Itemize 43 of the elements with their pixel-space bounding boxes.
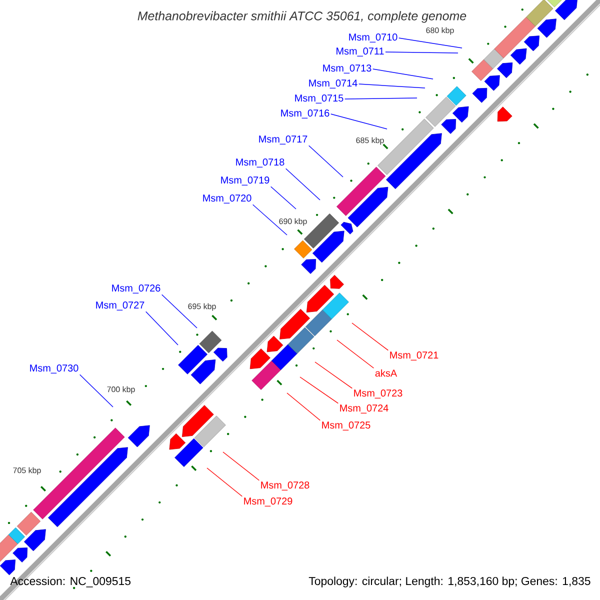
gene-label: Msm_0717 (259, 136, 308, 144)
gene-label: aksA (375, 369, 398, 377)
leader-line (286, 168, 320, 200)
leader-line (300, 376, 339, 404)
gene-label: Msm_0711 (336, 48, 384, 56)
gene-label: Msm_0729 (244, 498, 292, 506)
gene-label: Msm_0718 (236, 158, 284, 168)
gene-label: Msm_0720 (203, 194, 252, 204)
footer-text: Accession: NC_009515 (10, 576, 130, 588)
leader-line (80, 374, 114, 408)
gene-label: Msm_0710 (349, 34, 398, 42)
leader-line (358, 84, 426, 88)
leader-line (344, 98, 418, 100)
gene-label: Msm_0719 (221, 176, 270, 186)
leader-line (252, 204, 288, 236)
title: Methanobrevibacter smithii ATCC 35061, complete genome (138, 11, 466, 23)
gene-label: Msm_0723 (354, 390, 402, 398)
leader-line (398, 38, 462, 48)
gene-label: Msm_0728 (261, 482, 310, 490)
leader-line (206, 468, 243, 497)
gene-label: Msm_0714 (309, 80, 358, 88)
gene-label: Msm_0726 (112, 284, 160, 294)
gene-label: Msm_0715 (295, 94, 344, 104)
leader-line (352, 322, 389, 351)
leader-line (222, 452, 260, 481)
leader-line (162, 294, 198, 328)
leader-line (314, 362, 353, 389)
leader-line (330, 114, 388, 130)
leader-line (286, 392, 321, 421)
leader-line (372, 68, 434, 80)
gene-label: Msm_0725 (322, 422, 370, 430)
gene-label: Msm_0724 (340, 404, 388, 414)
footer-text: Topology: circular; Length: 1,853,160 bp; Genes: 1,835 (308, 576, 590, 588)
leader-line (336, 340, 374, 368)
leader-line (146, 311, 178, 346)
gene-label: Msm_0727 (96, 302, 144, 310)
leader-line (308, 145, 344, 178)
leader-line (270, 186, 296, 210)
gene-label: Msm_0713 (323, 64, 372, 74)
gene-label: Msm_0721 (390, 352, 438, 360)
gene-label: Msm_0730 (30, 364, 78, 374)
gene-label: Msm_0716 (281, 110, 330, 118)
leader-line (385, 52, 458, 54)
